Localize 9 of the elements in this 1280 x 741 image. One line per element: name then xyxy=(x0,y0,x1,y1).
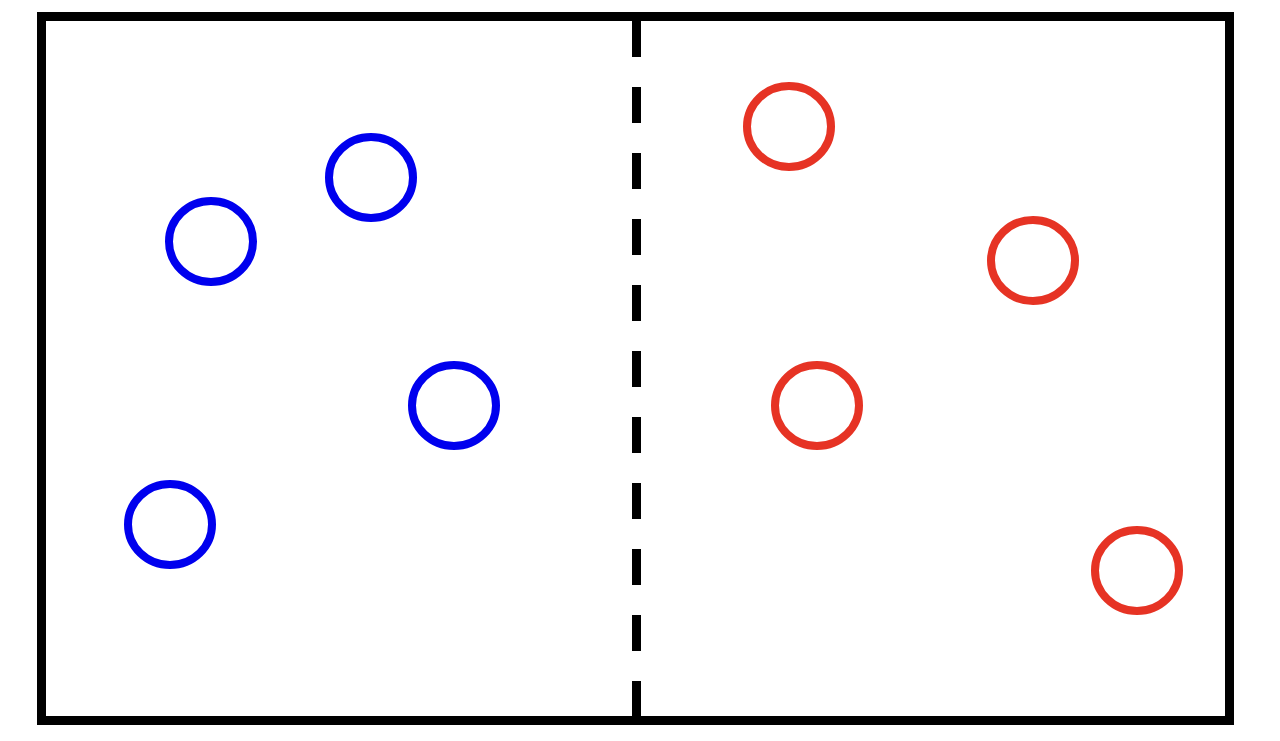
hollow-circle xyxy=(1091,526,1183,615)
hollow-circle xyxy=(987,216,1079,305)
hollow-circle xyxy=(124,480,216,569)
hollow-circle xyxy=(743,82,835,171)
hollow-circle xyxy=(165,197,257,286)
hollow-circle xyxy=(325,133,417,222)
hollow-circle xyxy=(408,361,500,450)
hollow-circle xyxy=(771,361,863,450)
rectangular-frame xyxy=(37,12,1234,725)
